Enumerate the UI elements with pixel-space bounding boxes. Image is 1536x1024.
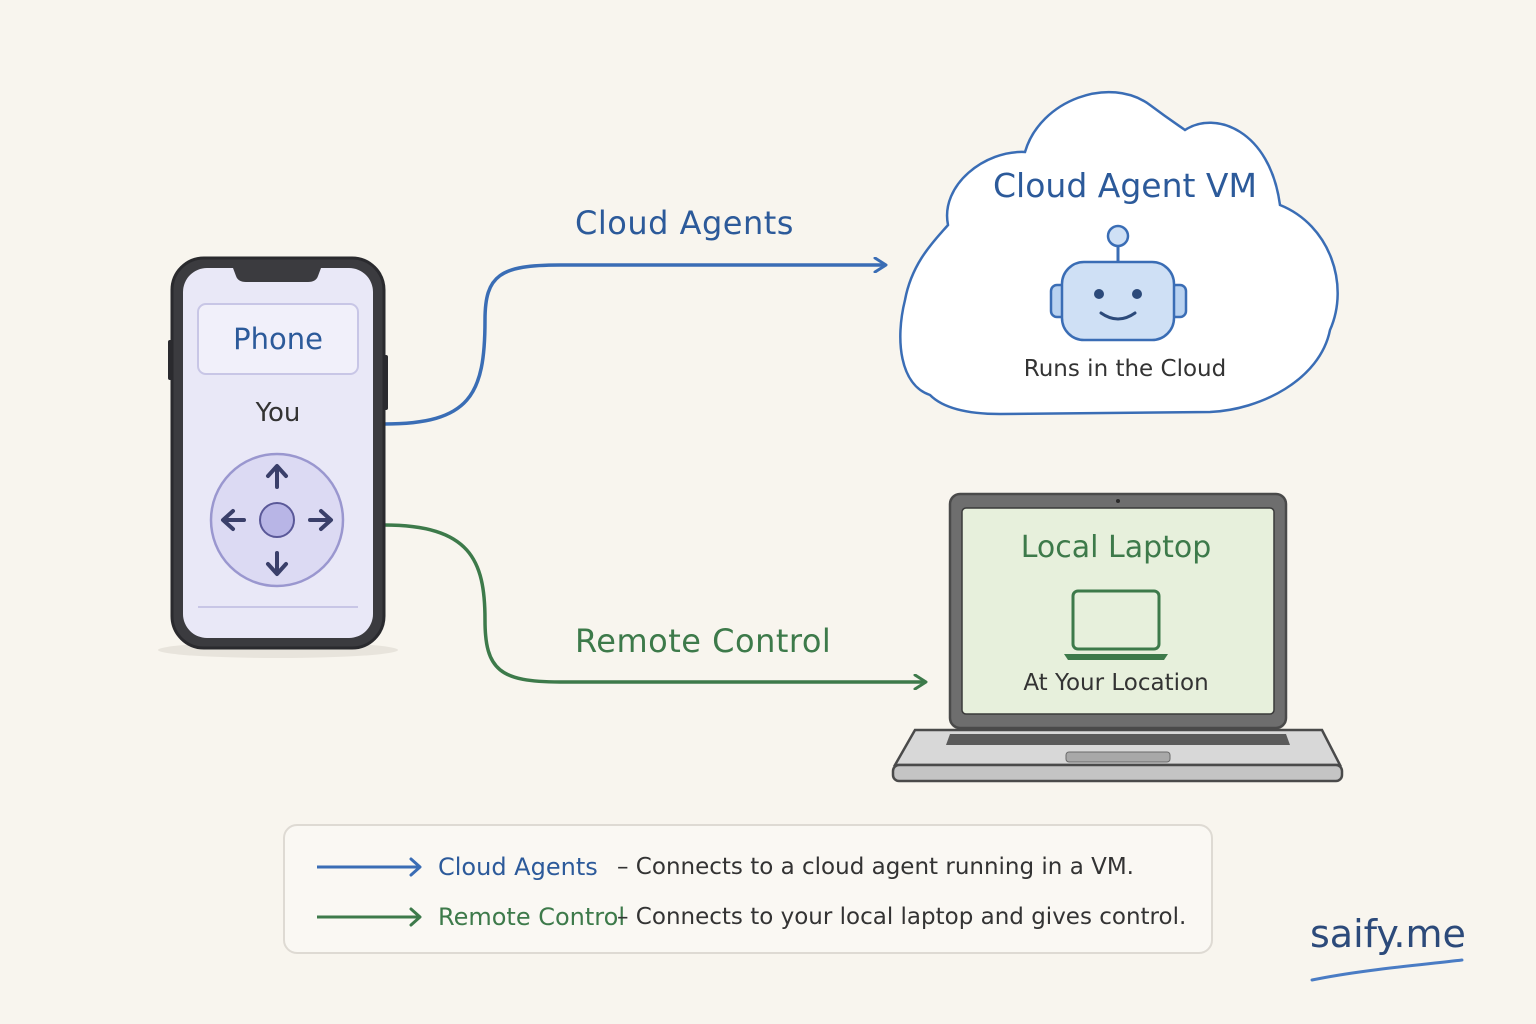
dpad-up-arrow-icon[interactable] [266,464,288,489]
cloud-title: Cloud Agent VM [993,166,1257,205]
legend-green-arrow-icon [317,907,422,927]
robot-icon [1049,224,1188,342]
phone-title-box [197,303,359,375]
brand-underline [1310,958,1464,982]
legend-description: – Connects to your local laptop and give… [617,904,1187,930]
legend-name: Remote Control [438,903,625,931]
dpad-down-arrow-icon[interactable] [266,551,288,576]
phone-user-label: You [255,398,301,428]
dpad-control[interactable] [209,452,345,588]
legend-name: Cloud Agents [438,853,598,881]
legend-blue-arrow-icon [317,857,422,877]
remote-control-arrow [383,523,925,682]
cloud-agents-arrow [383,265,885,426]
legend-item-remote-control: Remote Control – Connects to your local … [285,898,1211,938]
cloud-agents-arrow-label: Cloud Agents [575,204,794,242]
legend-item-cloud-agents: Cloud Agents – Connects to a cloud agent… [285,848,1211,888]
laptop-title: Local Laptop [1020,530,1212,565]
dpad-center-button[interactable] [259,502,295,538]
laptop-screen-icon [1064,589,1168,660]
legend-description: – Connects to a cloud agent running in a… [617,854,1134,880]
remote-control-arrow-label: Remote Control [575,622,832,660]
cloud-subtitle: Runs in the Cloud [1023,356,1227,382]
phone-title: Phone [233,322,323,356]
dpad-right-arrow-icon[interactable] [308,509,333,531]
brand-logo: saify.me [1310,912,1466,956]
laptop-subtitle: At Your Location [1023,670,1209,696]
legend-box: Cloud Agents – Connects to a cloud agent… [283,824,1213,954]
dpad-left-arrow-icon[interactable] [221,509,246,531]
